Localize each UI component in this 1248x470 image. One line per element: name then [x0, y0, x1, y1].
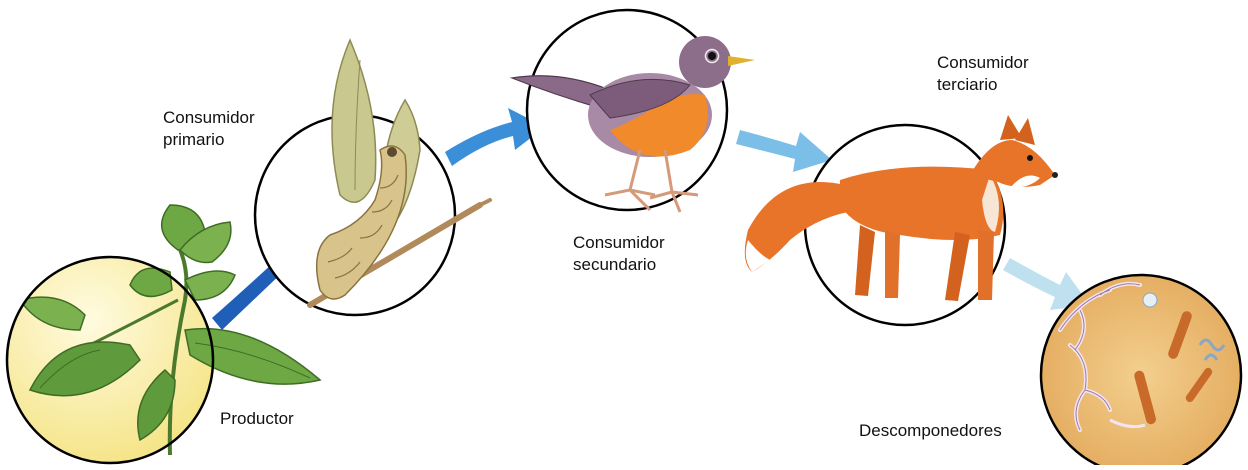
- label-consumidor-secundario: Consumidor secundario: [573, 232, 665, 276]
- label-consumidor-primario: Consumidor primario: [163, 107, 255, 151]
- label-consumidor-terciario: Consumidor terciario: [937, 52, 1029, 96]
- arrow-icon: [736, 130, 832, 172]
- label-productor: Productor: [220, 408, 294, 430]
- label-descomponedores: Descomponedores: [859, 420, 1002, 442]
- label-line: Descomponedores: [859, 420, 1002, 442]
- primary-consumer-node: [255, 40, 490, 315]
- label-line: Consumidor: [163, 107, 255, 129]
- secondary-consumer-node: [512, 10, 755, 212]
- arrow-secundario-terciario: [736, 130, 832, 172]
- label-line: primario: [163, 129, 255, 151]
- label-line: terciario: [937, 74, 1029, 96]
- label-line: Consumidor: [937, 52, 1029, 74]
- label-line: Consumidor: [573, 232, 665, 254]
- label-line: secundario: [573, 254, 665, 276]
- decomposers-node: [1041, 275, 1241, 465]
- label-line: Productor: [220, 408, 294, 430]
